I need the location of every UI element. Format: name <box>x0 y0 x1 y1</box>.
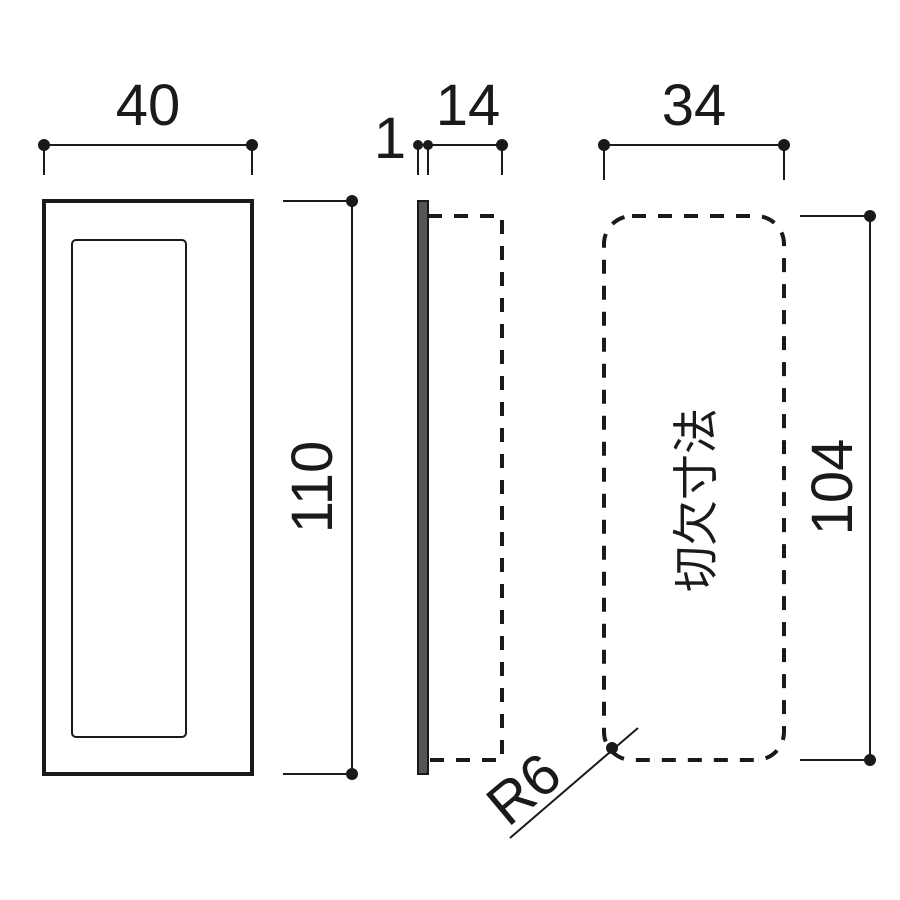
cutout-outline <box>602 214 786 762</box>
depth-label: 14 <box>436 73 501 138</box>
height-dimension-110 <box>283 195 358 780</box>
width-label: 40 <box>116 73 181 138</box>
cutout-width-dimension <box>598 139 790 180</box>
width-dimension-40 <box>38 139 258 175</box>
plate-outline <box>42 199 254 776</box>
cutout-view: 34 104 切欠寸法 R6 <box>475 73 876 839</box>
plate-side <box>417 200 429 775</box>
cutout-title: 切欠寸法 <box>669 408 723 592</box>
thickness-label: 1 <box>374 106 406 171</box>
recess-outline <box>71 239 187 738</box>
front-view: 40 110 <box>38 73 358 780</box>
cutout-width-label: 34 <box>662 73 727 138</box>
cutout-height-label: 104 <box>800 439 865 536</box>
radius-label: R6 <box>475 740 574 837</box>
cutout-height-dimension <box>800 210 876 766</box>
height-label: 110 <box>280 441 345 533</box>
side-view: 1 14 <box>374 73 508 775</box>
side-dimensions <box>413 139 508 175</box>
body-hidden-outline <box>428 214 504 762</box>
radius-leader <box>509 727 639 839</box>
